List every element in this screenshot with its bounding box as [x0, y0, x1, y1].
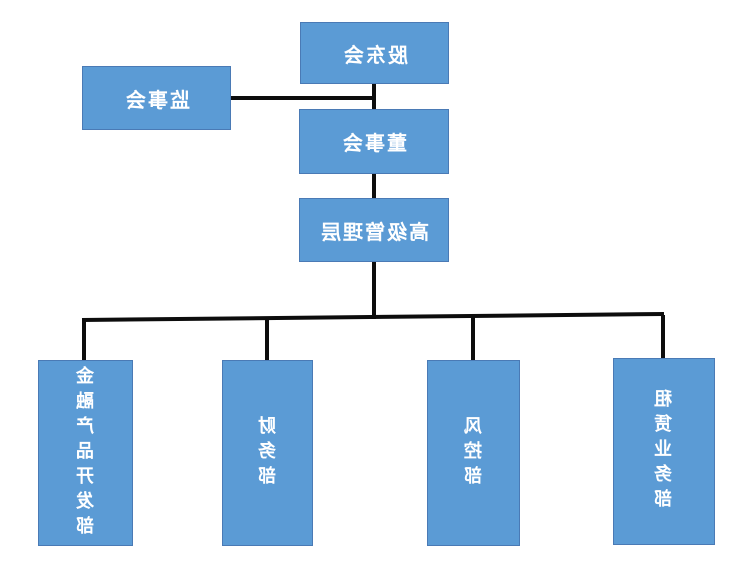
org-node-label-senior-management: 高级管理层 — [319, 221, 429, 244]
org-node-label-board-of-directors: 董事会 — [341, 133, 407, 155]
org-node-label-leasing-business-dept: 租赁业务部 — [654, 389, 674, 514]
org-node-senior-management: 高级管理层 — [299, 198, 449, 262]
org-node-label-risk-control-dept: 风控部 — [463, 415, 484, 491]
org-node-financial-product-development-dept: 金融产品开发部 — [38, 360, 133, 546]
org-node-leasing-business-dept: 租赁业务部 — [613, 358, 715, 545]
org-node-label-financial-product-development-dept: 金融产品开发部 — [75, 365, 96, 541]
org-node-supervisory-board: 监事会 — [82, 66, 231, 130]
org-node-label-finance-dept: 财务部 — [257, 415, 278, 491]
org-node-shareholders-meeting: 股东会 — [300, 22, 449, 84]
org-node-label-shareholders-meeting: 股东会 — [341, 44, 408, 67]
org-node-board-of-directors: 董事会 — [299, 109, 449, 174]
org-node-finance-dept: 财务部 — [222, 360, 313, 546]
connector-bottom-rail — [81, 312, 665, 322]
org-node-label-supervisory-board: 监事会 — [123, 89, 190, 112]
org-node-risk-control-dept: 风控部 — [427, 360, 520, 546]
